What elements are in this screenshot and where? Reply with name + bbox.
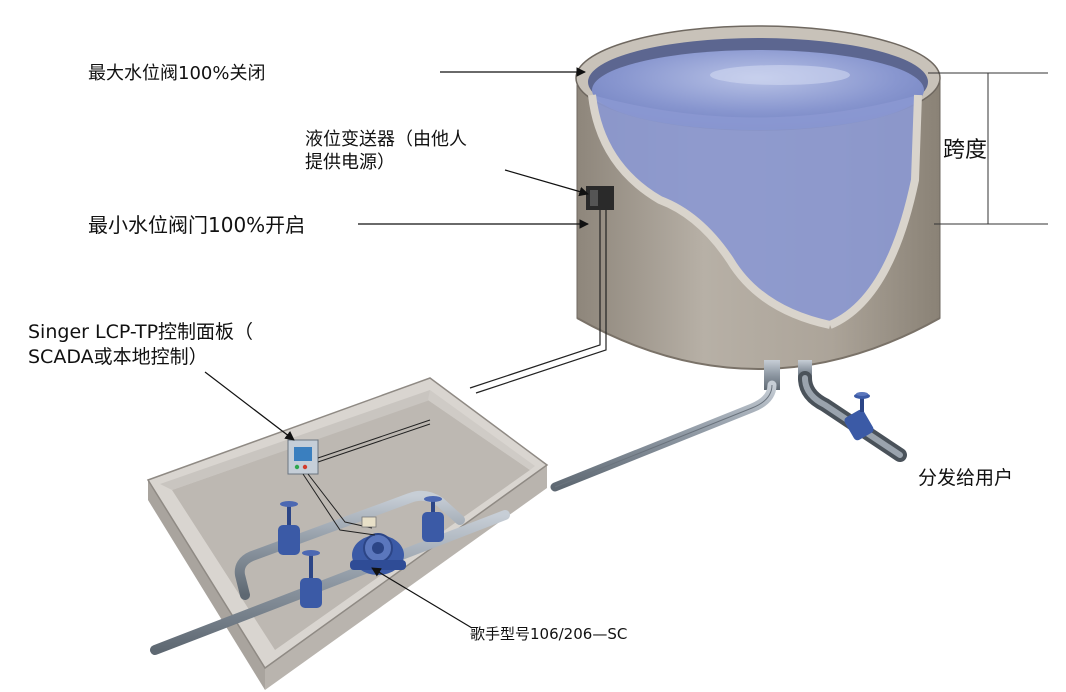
span-dimension: [928, 72, 1048, 225]
vault-gate-valve-3: [300, 550, 322, 608]
vault-gate-valve-2: [422, 496, 444, 542]
supply-pipe: [550, 380, 777, 492]
transmitter-cable: [469, 210, 607, 394]
leader-lines: [204, 67, 589, 629]
outlet-gate-valve: [844, 392, 874, 441]
label-max-level-valve: 最大水位阀100%关闭: [88, 63, 266, 84]
storage-tank: [575, 25, 941, 390]
arrow-transmitter: [504, 169, 589, 197]
arrow-valve-model: [371, 567, 473, 629]
label-min-level-valve: 最小水位阀门100%开启: [88, 213, 306, 237]
panel-wiring: [302, 419, 431, 536]
lcp-tp-control-panel: [287, 439, 319, 475]
arrow-panel: [204, 371, 295, 441]
label-level-transmitter: 液位变送器（由他人 提供电源）: [305, 129, 467, 174]
label-span: 跨度: [943, 138, 988, 163]
label-control-panel: Singer LCP-TP控制面板（ SCADA或本地控制）: [28, 321, 254, 368]
label-valve-model: 歌手型号106/206—SC: [470, 625, 628, 643]
main-line-pipe: [150, 510, 510, 655]
label-to-users: 分发给用户: [918, 467, 1014, 489]
tank-cutaway-water: [592, 95, 918, 325]
vault-gate-valve-1: [278, 501, 300, 555]
singer-control-valve: [350, 533, 406, 575]
water-surface: [592, 50, 924, 130]
